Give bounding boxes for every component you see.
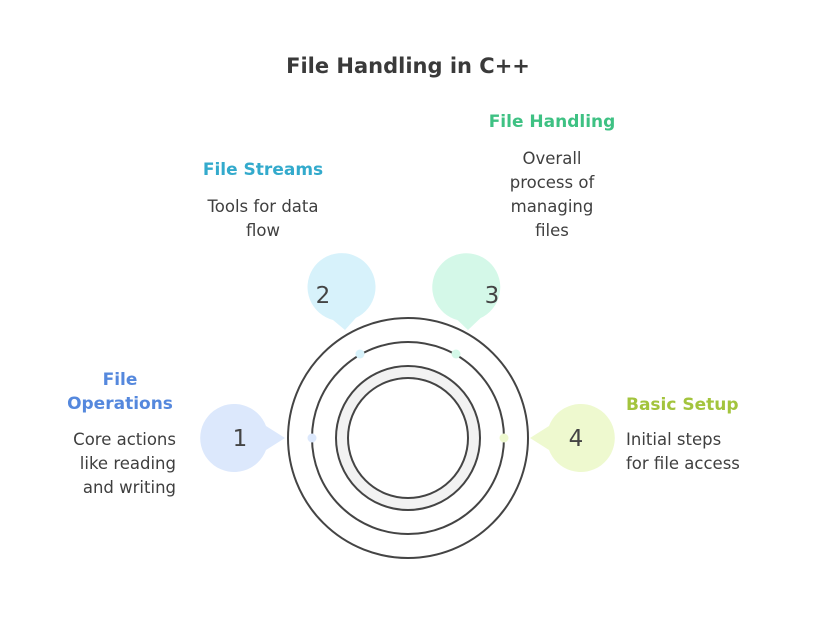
core-ring — [347, 377, 469, 499]
step-3-description-line: Overall — [522, 149, 582, 168]
step-4-heading: Basic Setup — [626, 395, 739, 415]
step-3-description-line: managing — [510, 197, 594, 216]
step-4-description-line: for file access — [626, 454, 740, 473]
step-2-number: 2 — [316, 283, 331, 309]
step-4-bubble: 4 — [499, 404, 615, 473]
step-1-heading-line: File — [102, 370, 138, 390]
step-3-heading: File Handling — [488, 112, 616, 132]
step-3-bubble: 3 — [432, 253, 501, 359]
step-1-description-line: and writing — [82, 478, 176, 497]
step-4-number: 4 — [569, 426, 584, 452]
step-3-number: 3 — [485, 283, 500, 309]
step-2-bubble: 2 — [307, 253, 376, 359]
step-1-number: 1 — [233, 426, 248, 452]
step-1-description-line: like reading — [79, 454, 176, 473]
diagram-title: File Handling in C++ — [286, 54, 530, 78]
step-1-description: Core actions like reading and writing — [30, 428, 176, 500]
step-2-description: Tools for data flow — [173, 195, 353, 243]
step-3-description-line: files — [535, 221, 569, 240]
step-2-description-line: Tools for data — [207, 197, 319, 216]
step-1-description-line: Core actions — [73, 430, 176, 449]
step-3-description-line: process of — [509, 173, 595, 192]
step-4-description: Initial steps for file access — [626, 428, 776, 476]
step-2-heading: File Streams — [202, 160, 324, 180]
step-4-description-line: Initial steps — [626, 430, 722, 449]
step-1-bubble: 1 — [200, 404, 317, 473]
step-3-description: Overall process of managing files — [462, 147, 642, 243]
step-1-heading: File Operations — [50, 368, 190, 416]
step-1-heading-line: Operations — [67, 394, 173, 414]
outer-ring — [287, 317, 529, 559]
step-2-description-line: flow — [246, 221, 280, 240]
